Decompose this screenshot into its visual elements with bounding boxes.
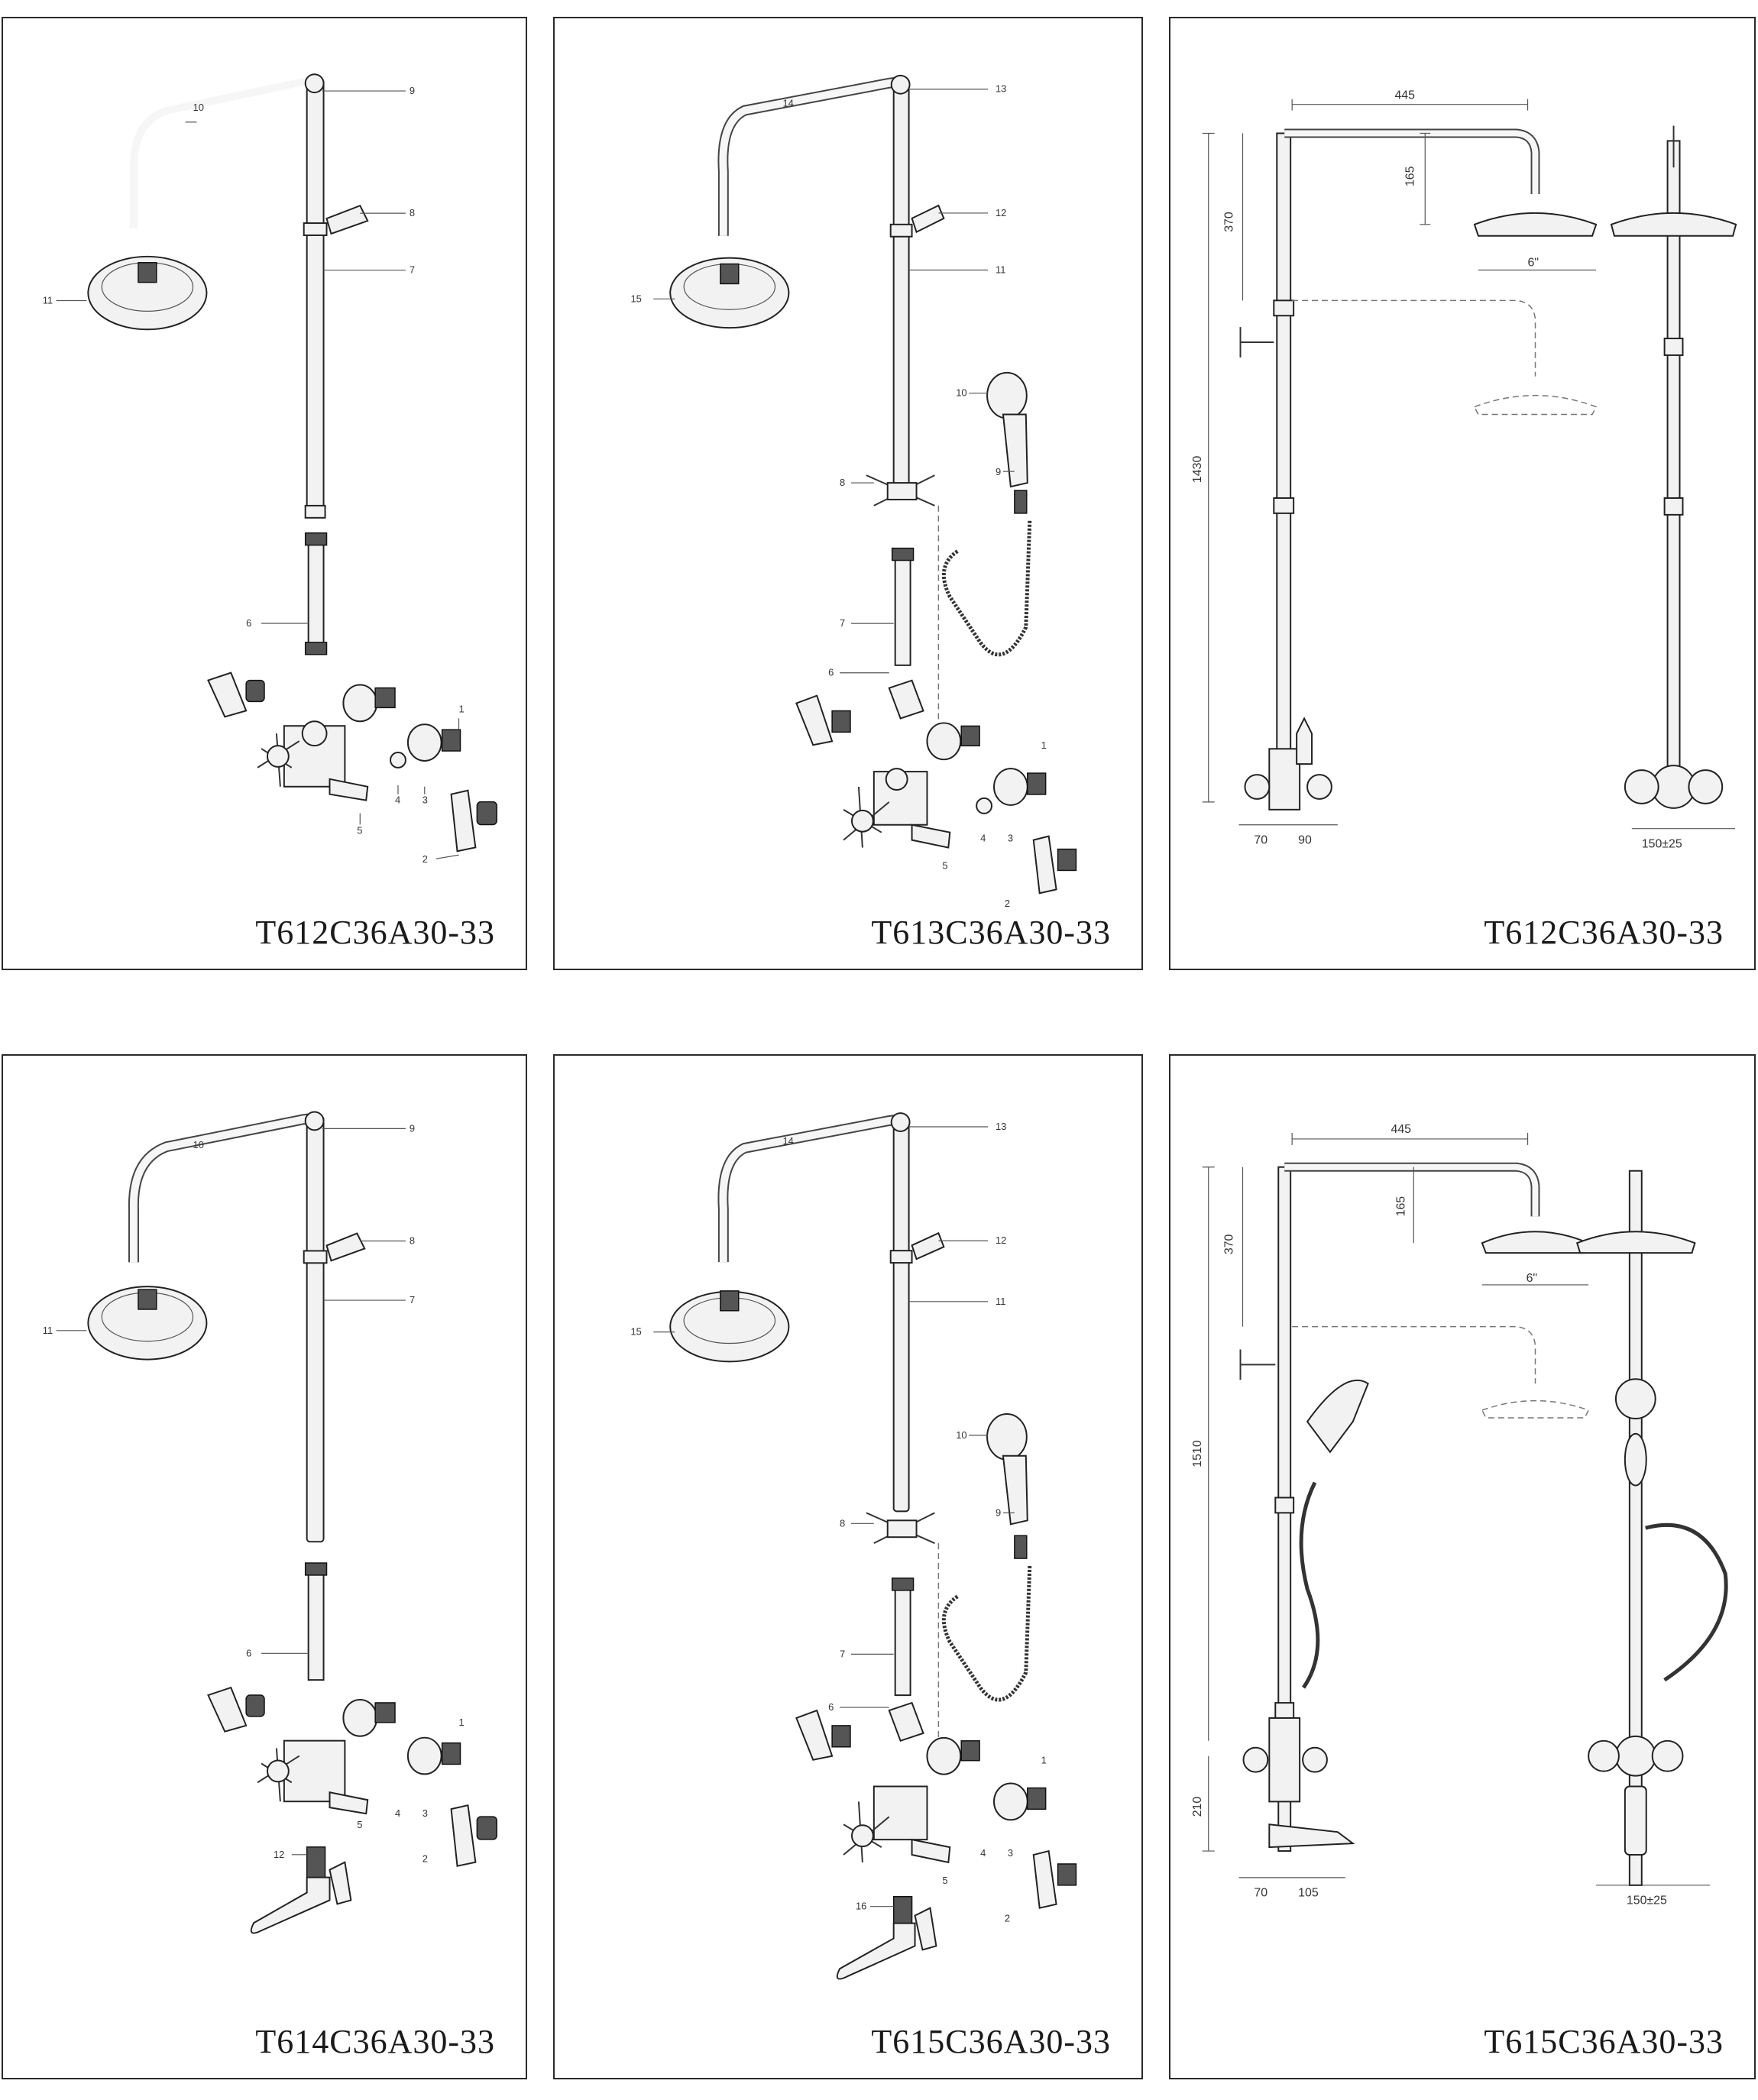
callout-label: 1 xyxy=(459,703,465,714)
model-number: T614C36A30-33 xyxy=(255,2023,495,2060)
dimension-label: 150±25 xyxy=(1627,1895,1667,1907)
callout-label: 3 xyxy=(1008,833,1013,844)
callout-label: 6 xyxy=(828,1701,834,1713)
model-number: T612C36A30-33 xyxy=(1484,914,1724,951)
callout-label: 13 xyxy=(996,1121,1006,1132)
dimension-label: 1430 xyxy=(1191,456,1204,484)
callout-label: 16 xyxy=(856,1901,866,1912)
callout-label: 9 xyxy=(996,466,1001,477)
callout-label: 11 xyxy=(43,294,53,306)
callout-label: 2 xyxy=(423,1853,428,1865)
model-number: T612C36A30-33 xyxy=(255,914,495,951)
dimension-panel-1: 445 165 6" 370 1430 70 90 150±25 T612C36… xyxy=(1169,17,1756,970)
dimension-drawing-2: 445 165 6" 370 1510 210 70 105 150±25 xyxy=(1191,1123,1728,1907)
model-number: T615C36A30-33 xyxy=(1484,2023,1724,2060)
dimension-label: 445 xyxy=(1394,89,1415,102)
callout-label: 8 xyxy=(840,477,845,488)
dimension-label: 6" xyxy=(1527,1272,1538,1285)
callout-label: 12 xyxy=(274,1849,284,1860)
callout-label: 4 xyxy=(980,833,986,844)
callout-label: 1 xyxy=(1041,739,1047,751)
callout-label: 5 xyxy=(942,1875,947,1886)
diagram-panel-5: 14 13 12 11 15 10 9 8 7 6 1 3 4 5 2 16 T… xyxy=(553,1054,1143,2079)
callout-label: 5 xyxy=(942,859,947,871)
callout-label: 10 xyxy=(193,1139,204,1150)
callout-label: 1 xyxy=(1041,1755,1047,1766)
dimension-label: 165 xyxy=(1394,1196,1407,1217)
callout-label: 2 xyxy=(423,853,428,865)
callout-label: 7 xyxy=(410,1294,415,1306)
callout-label: 4 xyxy=(395,1807,400,1819)
dimension-label: 445 xyxy=(1391,1123,1411,1136)
callout-label: 3 xyxy=(1008,1847,1013,1859)
callout-label: 12 xyxy=(996,207,1006,218)
dimension-label: 70 xyxy=(1254,1887,1268,1900)
dimension-panel-2: 445 165 6" 370 1510 210 70 105 150±25 T6… xyxy=(1169,1054,1756,2079)
diagram-panel-2: 14 13 12 11 15 10 9 8 7 6 1 3 4 5 2 T613… xyxy=(553,17,1143,970)
callout-label: 2 xyxy=(1005,1913,1010,1924)
callout-label: 11 xyxy=(996,1296,1005,1307)
diagram-panel-1: 10 9 8 7 11 6 1 3 4 5 2 T612C36A30-33 xyxy=(2,17,527,970)
callout-label: 7 xyxy=(840,617,845,629)
exploded-diagram-2: 14 13 12 11 15 10 9 8 7 6 1 3 4 5 2 xyxy=(630,74,1077,909)
model-number: T615C36A30-33 xyxy=(871,2023,1111,2060)
callout-label: 9 xyxy=(410,1122,415,1134)
callout-label: 15 xyxy=(630,293,641,304)
dimension-label: 70 xyxy=(1254,834,1268,847)
dimension-label: 90 xyxy=(1298,834,1312,847)
callout-label: 9 xyxy=(996,1506,1001,1518)
callout-label: 8 xyxy=(410,207,415,218)
callout-label: 7 xyxy=(410,264,415,276)
callout-label: 10 xyxy=(193,102,204,113)
model-number: T613C36A30-33 xyxy=(871,914,1111,951)
callout-label: 5 xyxy=(357,824,362,836)
callout-label: 11 xyxy=(996,264,1005,276)
callout-label: 3 xyxy=(423,794,428,806)
callout-label: 14 xyxy=(782,98,793,109)
dimension-label: 1510 xyxy=(1191,1440,1204,1467)
callout-label: 12 xyxy=(996,1234,1006,1246)
callout-label: 10 xyxy=(956,387,966,399)
callout-label: 7 xyxy=(840,1648,845,1659)
callout-label: 6 xyxy=(246,617,251,629)
callout-label: 4 xyxy=(395,794,400,806)
dimension-label: 370 xyxy=(1223,212,1236,232)
callout-label: 5 xyxy=(357,1819,362,1830)
callout-label: 11 xyxy=(43,1325,53,1336)
dimension-label: 105 xyxy=(1298,1887,1319,1900)
exploded-diagram-5: 14 13 12 11 15 10 9 8 7 6 1 3 4 5 2 16 xyxy=(630,1112,1077,1980)
diagram-panel-4: 10 9 8 7 11 6 1 3 4 5 2 12 T614C36A30-33 xyxy=(2,1054,527,2079)
callout-label: 15 xyxy=(630,1326,641,1338)
callout-label: 10 xyxy=(956,1429,966,1441)
callout-label: 1 xyxy=(459,1717,465,1728)
callout-label: 8 xyxy=(410,1234,415,1246)
exploded-diagram-4: 10 9 8 7 11 6 1 3 4 5 2 12 xyxy=(43,1111,497,1934)
dimension-label: 370 xyxy=(1223,1234,1236,1254)
callout-label: 4 xyxy=(980,1847,986,1859)
callout-label: 3 xyxy=(423,1807,428,1819)
dimension-label: 165 xyxy=(1403,166,1416,186)
callout-label: 9 xyxy=(410,85,415,96)
dimension-drawing-1: 445 165 6" 370 1430 70 90 150±25 xyxy=(1191,89,1737,851)
callout-label: 14 xyxy=(782,1135,793,1147)
dimension-label: 150±25 xyxy=(1642,838,1682,851)
callout-label: 13 xyxy=(996,83,1006,95)
callout-label: 8 xyxy=(840,1517,845,1529)
callout-label: 6 xyxy=(828,667,834,678)
dimension-label: 6" xyxy=(1528,257,1539,270)
callout-label: 2 xyxy=(1005,898,1010,909)
callout-label: 6 xyxy=(246,1647,251,1658)
exploded-diagram-1: 10 9 8 7 11 6 1 3 4 5 2 xyxy=(43,73,497,865)
dimension-label: 210 xyxy=(1191,1797,1204,1817)
